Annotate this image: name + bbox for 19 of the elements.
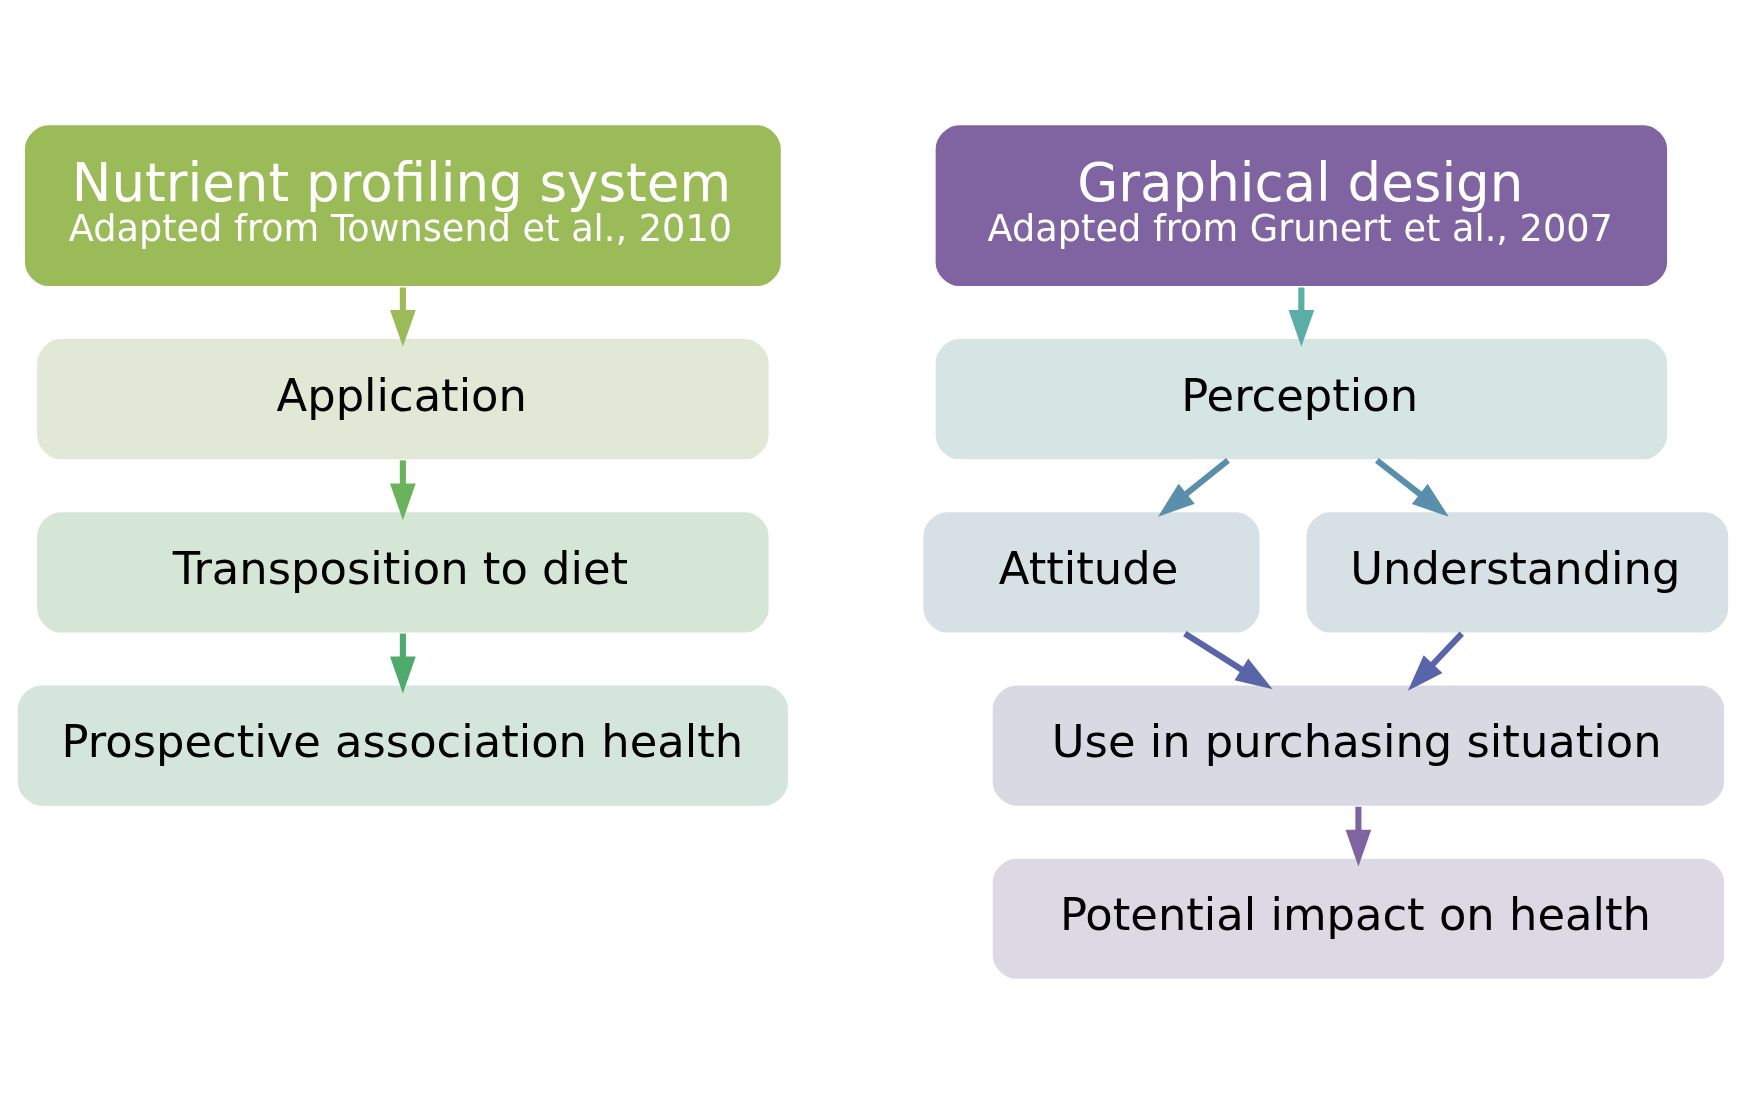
arrow: [1375, 457, 1449, 517]
arrow: [390, 459, 416, 520]
arrow: [390, 633, 416, 693]
arrow: [390, 287, 416, 347]
arrow: [1345, 806, 1372, 867]
node-box: Understanding: [1304, 509, 1731, 634]
node-box: Prospective association health: [15, 682, 790, 808]
node-box: Transposition to diet: [35, 509, 771, 634]
arrow: [1183, 630, 1273, 689]
node-box: Nutrient profiling system Adapted from Townsend et al., 2010: [22, 122, 783, 288]
arrow: [1288, 287, 1315, 347]
arrow: [1407, 630, 1464, 691]
node-box: Application: [35, 336, 771, 461]
node-box: Attitude: [921, 509, 1262, 634]
arrow: [1158, 457, 1230, 517]
node-box: Use in purchasing situation: [990, 682, 1727, 808]
node-box: Perception: [933, 336, 1670, 461]
node-box: Potential impact on health: [990, 856, 1727, 981]
node-box: Graphical design Adapted from Grunert et al., 2007: [933, 122, 1670, 288]
